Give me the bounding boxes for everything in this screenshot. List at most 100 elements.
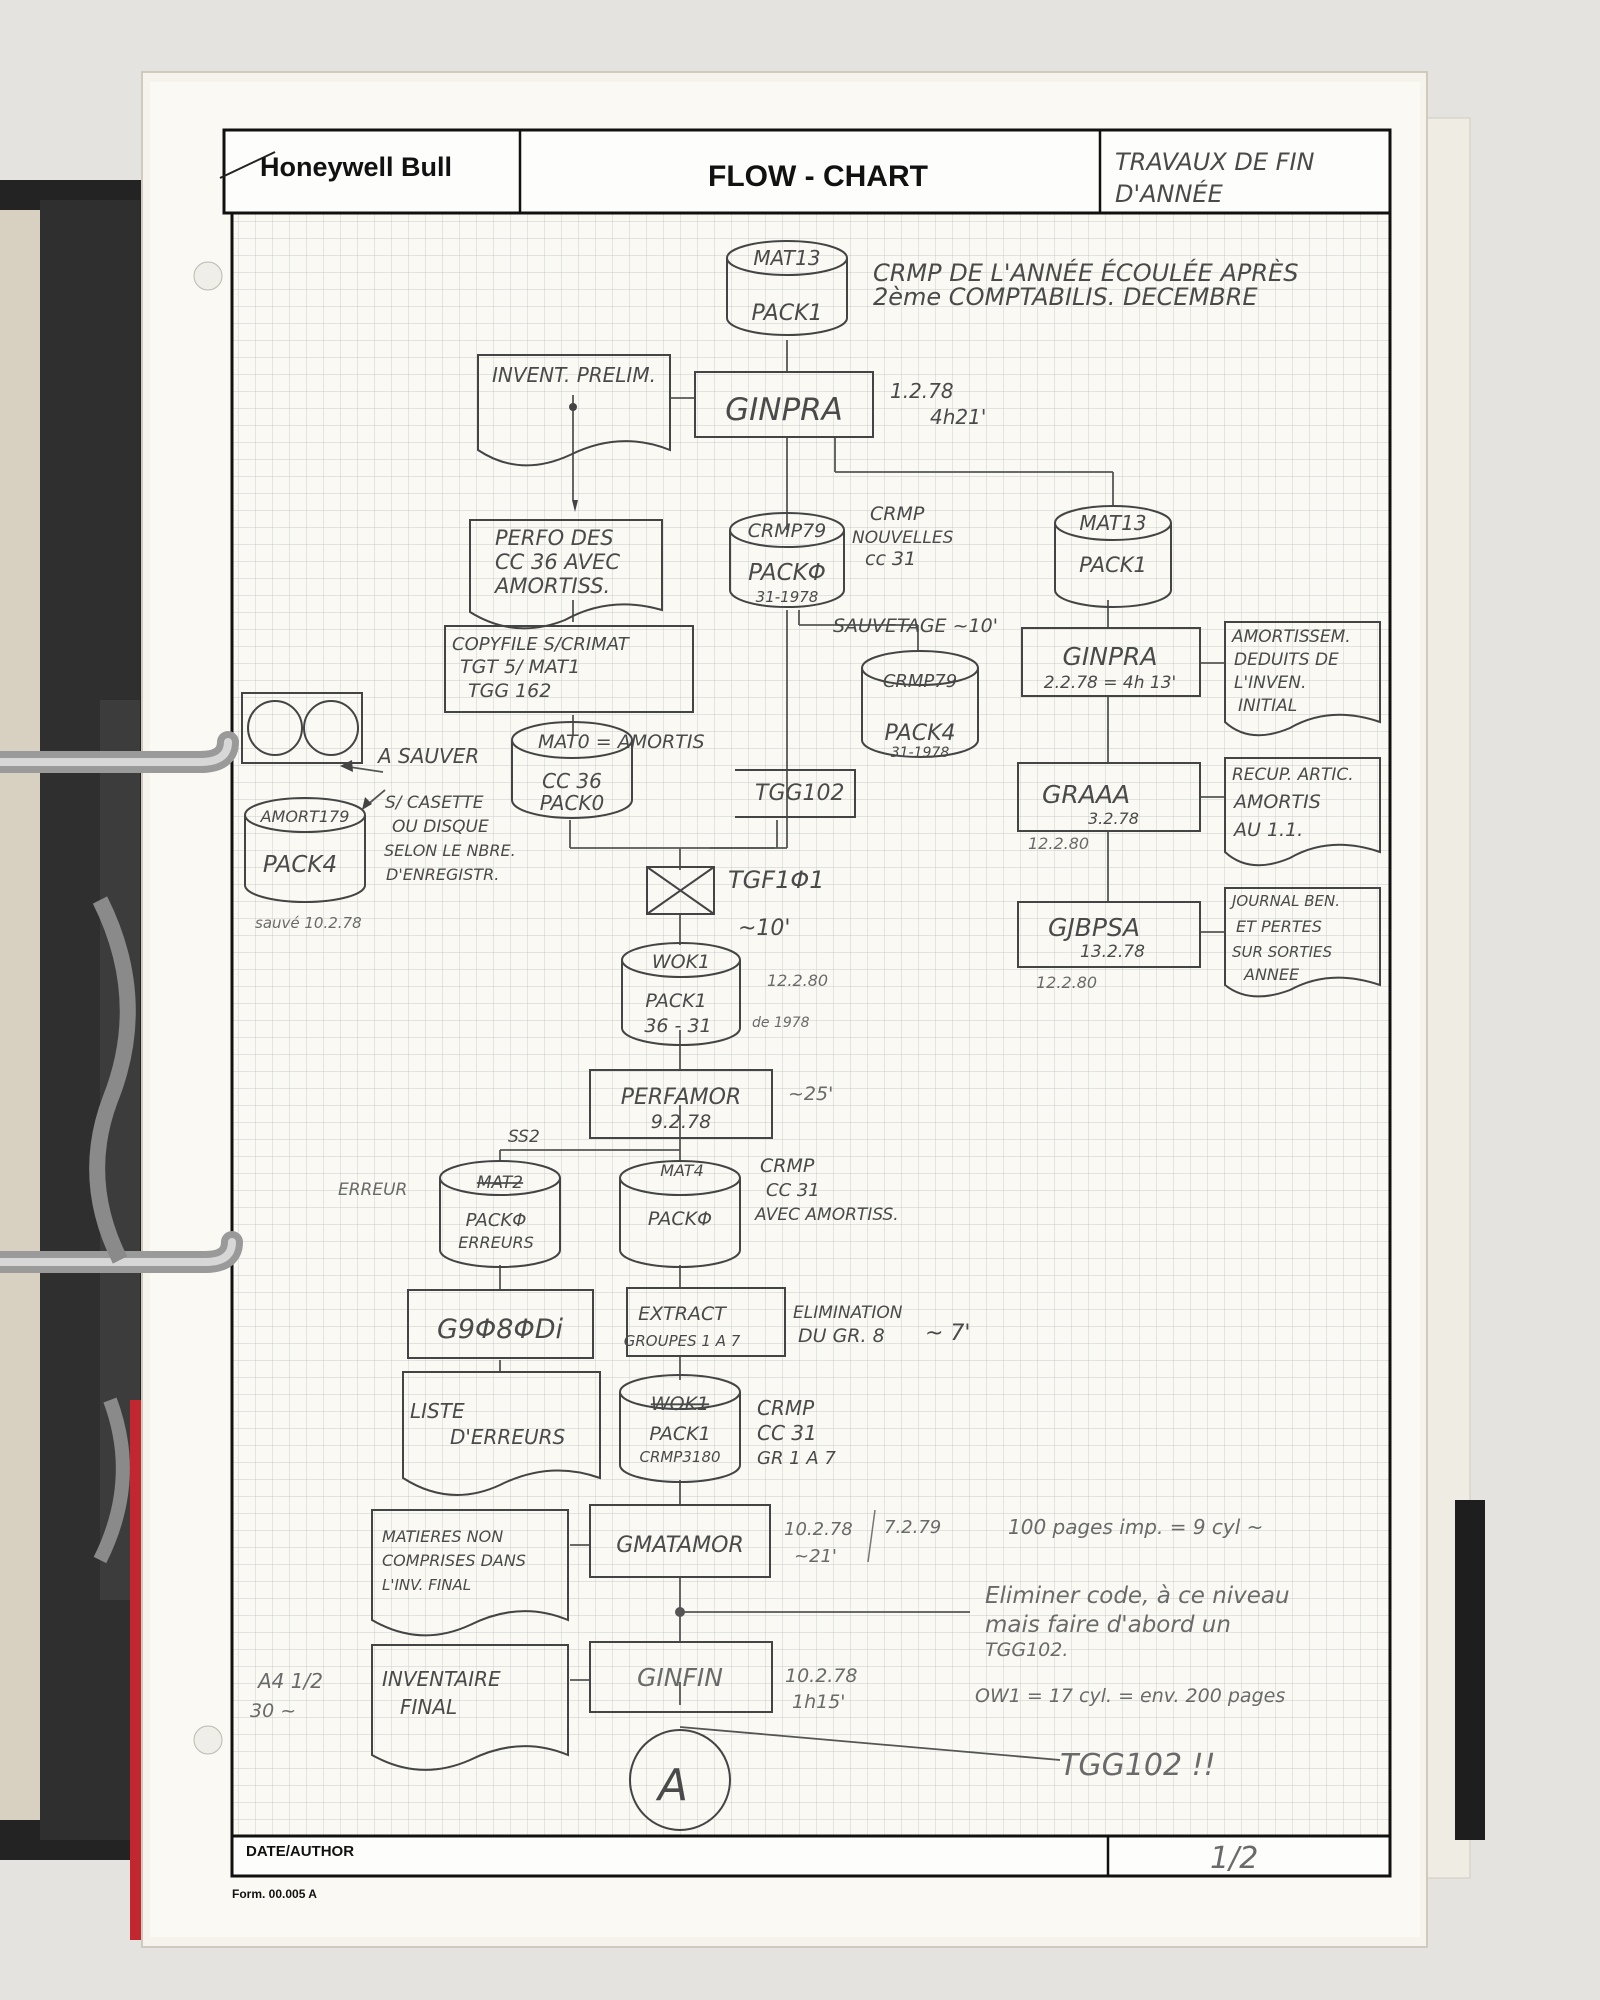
amort179-note: sauvé 10.2.78 bbox=[255, 914, 362, 932]
mat13-right-l1: MAT13 bbox=[1079, 511, 1146, 535]
mat4-l1: MAT4 bbox=[660, 1161, 704, 1180]
elimination-l1: ELIMINATION bbox=[793, 1303, 903, 1323]
note-eliminer-l2: mais faire d'abord un bbox=[985, 1612, 1231, 1638]
extract-l1: EXTRACT bbox=[638, 1303, 727, 1325]
ginfin-label: GINFIN bbox=[637, 1663, 723, 1692]
note-crmp-gr-l1: CRMP bbox=[757, 1396, 815, 1420]
brand-logo: Honeywell Bull bbox=[260, 152, 452, 182]
crmp79-pack4-l2: PACK4 bbox=[884, 721, 955, 746]
grid-area bbox=[230, 211, 1392, 1838]
a-sauver-l5: D'ENREGISTR. bbox=[386, 865, 499, 884]
crmp79-pack4-l1: CRMP79 bbox=[883, 671, 957, 692]
wok1-b-l1: WOK1 bbox=[651, 1393, 709, 1415]
amortissem-l1: AMORTISSEM. bbox=[1231, 627, 1351, 647]
note-crmp-gr-l2: CC 31 bbox=[757, 1421, 817, 1445]
wok1-a-l2: PACK1 bbox=[645, 990, 706, 1012]
liste-l2: D'ERREURS bbox=[450, 1425, 566, 1449]
g9808-label: G9Φ8ΦDi bbox=[437, 1314, 564, 1345]
extract-l2: GROUPES 1 A 7 bbox=[624, 1332, 741, 1350]
tgg102-mid-label: TGG102 bbox=[755, 781, 845, 806]
copyfile-l2: TGT 5/ MAT1 bbox=[460, 656, 580, 678]
note-crmp-new-l1: CRMP bbox=[870, 503, 925, 525]
ginpra-right-label: GINPRA bbox=[1063, 642, 1158, 671]
note-pages: 100 pages imp. = 9 cyl ~ bbox=[1008, 1515, 1263, 1539]
form-number: Form. 00.005 A bbox=[232, 1887, 317, 1901]
punch-hole bbox=[193, 261, 223, 291]
note-crmp-gr-l3: GR 1 A 7 bbox=[757, 1448, 836, 1469]
wok1-a-note2: de 1978 bbox=[752, 1015, 810, 1031]
crmp79-l3: 31-1978 bbox=[756, 588, 819, 606]
copyfile-l1: COPYFILE S/CRIMAT bbox=[452, 634, 631, 655]
journal-l3: SUR SORTIES bbox=[1232, 943, 1333, 961]
mat13-top-l2: PACK1 bbox=[751, 301, 822, 326]
elimination-l2: DU GR. 8 bbox=[798, 1325, 885, 1347]
inventaire-l1: INVENTAIRE bbox=[382, 1667, 501, 1691]
ginfin-note1: 10.2.78 bbox=[785, 1665, 858, 1687]
inventaire-l2: FINAL bbox=[400, 1695, 457, 1719]
wok1-a-l1: WOK1 bbox=[652, 951, 710, 973]
gjbpsa-label: GJBPSA bbox=[1048, 913, 1140, 942]
recup-l3: AU 1.1. bbox=[1232, 819, 1303, 841]
matieres-l2: COMPRISES DANS bbox=[382, 1551, 526, 1570]
mat2-l2: PACKΦ bbox=[466, 1210, 527, 1231]
a-sauver-l3: OU DISQUE bbox=[392, 817, 489, 837]
ginfin-note2: 1h15' bbox=[792, 1691, 846, 1713]
perfamor-note: ~25' bbox=[788, 1083, 833, 1105]
mat4-l2: PACKΦ bbox=[648, 1208, 712, 1230]
punch-hole bbox=[193, 1725, 223, 1755]
matieres-l1: MATIERES NON bbox=[382, 1527, 503, 1546]
matieres-l3: L'INV. FINAL bbox=[382, 1576, 471, 1594]
flow-shapes bbox=[241, 240, 1381, 1831]
binder-rings bbox=[0, 731, 243, 1564]
ss2-label: SS2 bbox=[508, 1127, 540, 1147]
gmatamor-note1: 10.2.78 bbox=[784, 1519, 853, 1540]
wok1-a-note1: 12.2.80 bbox=[767, 971, 828, 990]
mat13-right-l2: PACK1 bbox=[1079, 553, 1147, 577]
note-crmp-new-l2: NOUVELLES bbox=[852, 528, 954, 548]
note-crmp-amort-l2: CC 31 bbox=[766, 1180, 820, 1201]
perfo-l1: PERFO DES bbox=[495, 526, 614, 550]
gmatamor-note2: ~21' bbox=[794, 1546, 837, 1567]
perfo-l2: CC 36 AVEC bbox=[495, 550, 620, 574]
graaa-label: GRAAA bbox=[1042, 780, 1130, 809]
ginpra-main-label: GINPRA bbox=[725, 392, 843, 428]
a4-l1: A4 1/2 bbox=[256, 1669, 323, 1693]
amort179-l2: PACK4 bbox=[263, 852, 337, 878]
recup-l1: RECUP. ARTIC. bbox=[1232, 765, 1354, 785]
liste-l1: LISTE bbox=[410, 1399, 465, 1423]
amortissem-l4: INITIAL bbox=[1238, 696, 1297, 716]
gmatamor-label: GMATAMOR bbox=[616, 1533, 744, 1558]
ginpra-main-note1: 1.2.78 bbox=[890, 379, 954, 403]
recup-l2: AMORTIS bbox=[1232, 791, 1321, 813]
note-eliminer-l3: TGG102. bbox=[985, 1639, 1068, 1661]
note-crmp-top-l1: CRMP DE L'ANNÉE ÉCOULÉE APRÈS bbox=[873, 258, 1298, 287]
copyfile-l3: TGG 162 bbox=[468, 680, 551, 702]
graaa-note: 12.2.80 bbox=[1028, 834, 1089, 853]
date-author-label: DATE/AUTHOR bbox=[246, 1843, 354, 1860]
flow-lines bbox=[342, 340, 1225, 1761]
mat13-top-l1: MAT13 bbox=[753, 246, 820, 270]
tgg102-bottom-label: TGG102 !! bbox=[1060, 1748, 1216, 1783]
graaa-date: 3.2.78 bbox=[1088, 809, 1139, 828]
journal-l2: ET PERTES bbox=[1236, 917, 1322, 936]
erreur-label: ERREUR bbox=[338, 1180, 407, 1200]
crmp79-pack4-l3: 31-1978 bbox=[891, 745, 950, 761]
page-number: 1/2 bbox=[1210, 1841, 1258, 1876]
ginpra-right-date: 2.2.78 = 4h 13' bbox=[1044, 673, 1176, 693]
mat2-l3: ERREURS bbox=[458, 1233, 533, 1252]
perfamor-date: 9.2.78 bbox=[651, 1111, 711, 1133]
tgf101-label: TGF1Φ1 bbox=[728, 866, 825, 894]
a-sauver-l2: S/ CASETTE bbox=[385, 793, 484, 813]
gjbpsa-date: 13.2.78 bbox=[1080, 942, 1145, 962]
gmatamor-note3: 7.2.79 bbox=[884, 1517, 941, 1538]
header-frame bbox=[222, 128, 1392, 215]
a4-l2: 30 ~ bbox=[250, 1700, 296, 1722]
binder-corner bbox=[1455, 1500, 1485, 1840]
mat2-l1: MAT2 bbox=[477, 1173, 523, 1193]
subject-line-1: TRAVAUX DE FIN bbox=[1115, 148, 1315, 176]
gjbpsa-note: 12.2.80 bbox=[1036, 973, 1097, 992]
crmp79-l1: CRMP79 bbox=[748, 520, 827, 542]
note-crmp-top-l2: 2ème COMPTABILIS. DECEMBRE bbox=[873, 283, 1258, 311]
subject-line-2: D'ANNÉE bbox=[1115, 179, 1224, 208]
mat0-l1: MAT0 = AMORTIS bbox=[538, 731, 705, 753]
